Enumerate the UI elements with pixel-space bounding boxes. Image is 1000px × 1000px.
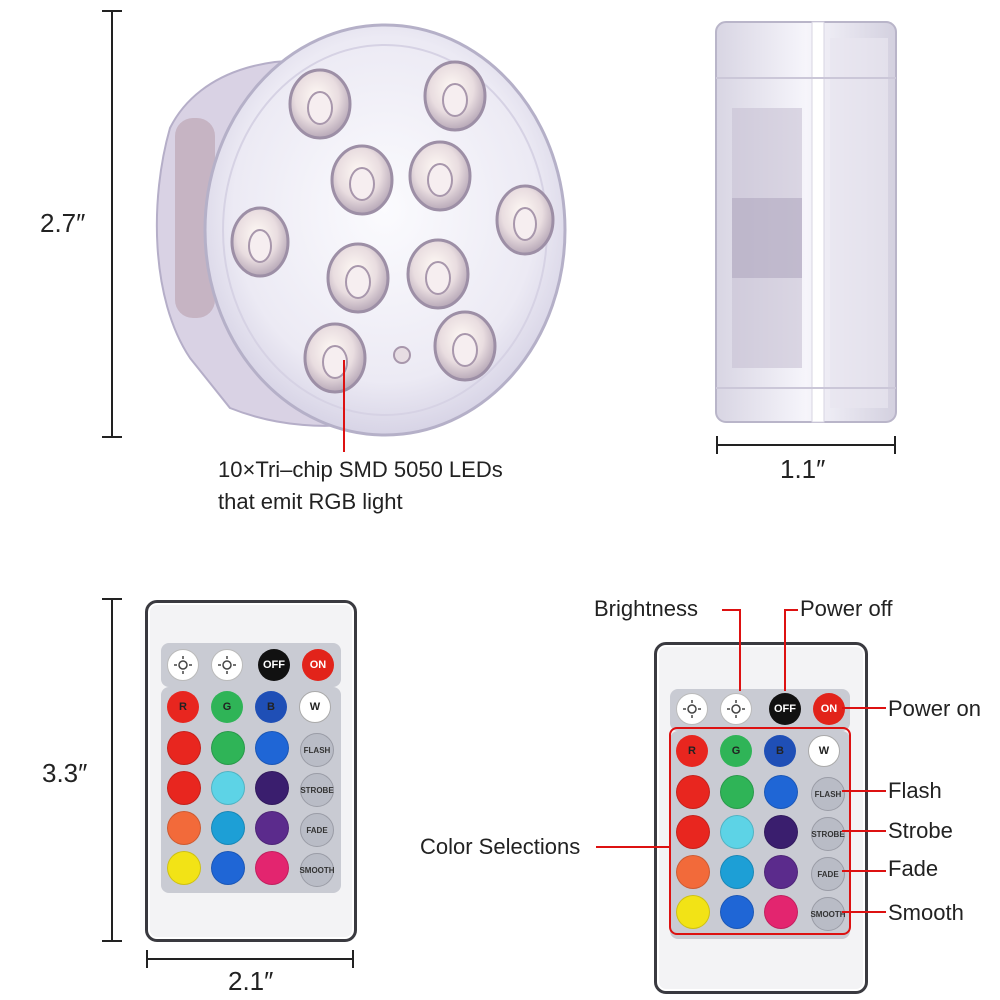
light-height-label: 2.7″ (40, 208, 86, 238)
w-button[interactable]: W (299, 691, 331, 723)
brightness-up-button[interactable] (211, 649, 243, 681)
smooth-button[interactable]: SMOOTH (810, 897, 846, 931)
strobe-button[interactable]: STROBE (811, 817, 845, 851)
callout-color-selections: Color Selections (420, 834, 581, 859)
color-button[interactable] (764, 815, 798, 849)
sun-icon (727, 700, 745, 718)
callout-power-on: Power on (888, 696, 981, 721)
color-button[interactable] (255, 851, 289, 885)
color-button[interactable] (764, 855, 798, 889)
color-button[interactable] (764, 895, 798, 929)
sun-icon (218, 656, 236, 674)
remote-height-label: 3.3″ (42, 758, 88, 788)
w-button[interactable]: W (808, 735, 840, 767)
color-button[interactable] (211, 811, 245, 845)
color-selections-frame (669, 727, 851, 935)
led-pointer-line (343, 360, 345, 452)
brightness-down-button[interactable] (167, 649, 199, 681)
led-light-front-image (155, 23, 567, 437)
remote-control-right: OFF ON R G B W FLASH STROBE FADE SMOOTH (654, 642, 868, 994)
color-button[interactable] (676, 815, 710, 849)
on-button[interactable]: ON (302, 649, 334, 681)
color-button[interactable] (764, 775, 798, 809)
g-button[interactable]: G (720, 735, 752, 767)
callout-brightness: Brightness (594, 596, 698, 621)
off-button[interactable]: OFF (769, 693, 801, 725)
r-button[interactable]: R (167, 691, 199, 723)
callout-smooth: Smooth (888, 900, 964, 925)
b-button[interactable]: B (764, 735, 796, 767)
color-button[interactable] (167, 771, 201, 805)
color-button[interactable] (676, 855, 710, 889)
flash-button[interactable]: FLASH (811, 777, 845, 811)
brightness-up-button[interactable] (720, 693, 752, 725)
remote-width-label: 2.1″ (228, 966, 274, 996)
led-caption: 10×Tri–chip SMD 5050 LEDs that emit RGB … (218, 454, 503, 518)
g-button[interactable]: G (211, 691, 243, 723)
color-button[interactable] (720, 895, 754, 929)
b-button[interactable]: B (255, 691, 287, 723)
callout-flash: Flash (888, 778, 942, 803)
remote-control-left: OFF ON R G B W FLASH STROBE FADE SMOOTH (145, 600, 357, 942)
led-light-side-image (715, 21, 897, 423)
color-button[interactable] (720, 775, 754, 809)
on-button[interactable]: ON (813, 693, 845, 725)
callout-strobe: Strobe (888, 818, 953, 843)
color-button[interactable] (676, 895, 710, 929)
color-button[interactable] (167, 811, 201, 845)
sun-icon (174, 656, 192, 674)
led-caption-line2: that emit RGB light (218, 489, 403, 514)
color-button[interactable] (211, 851, 245, 885)
r-button[interactable]: R (676, 735, 708, 767)
color-button[interactable] (211, 771, 245, 805)
strobe-button[interactable]: STROBE (300, 773, 334, 807)
color-button[interactable] (720, 815, 754, 849)
brightness-down-button[interactable] (676, 693, 708, 725)
off-button[interactable]: OFF (258, 649, 290, 681)
color-button[interactable] (167, 731, 201, 765)
color-button[interactable] (211, 731, 245, 765)
flash-button[interactable]: FLASH (300, 733, 334, 767)
fade-button[interactable]: FADE (300, 813, 334, 847)
color-button[interactable] (255, 731, 289, 765)
color-button[interactable] (167, 851, 201, 885)
color-button[interactable] (255, 811, 289, 845)
led-caption-line1: 10×Tri–chip SMD 5050 LEDs (218, 457, 503, 482)
callout-fade: Fade (888, 856, 939, 881)
smooth-button[interactable]: SMOOTH (299, 853, 335, 887)
color-button[interactable] (676, 775, 710, 809)
sun-icon (683, 700, 701, 718)
color-button[interactable] (720, 855, 754, 889)
callout-power-off: Power off (800, 596, 893, 621)
fade-button[interactable]: FADE (811, 857, 845, 891)
color-button[interactable] (255, 771, 289, 805)
light-depth-label: 1.1″ (780, 454, 826, 484)
